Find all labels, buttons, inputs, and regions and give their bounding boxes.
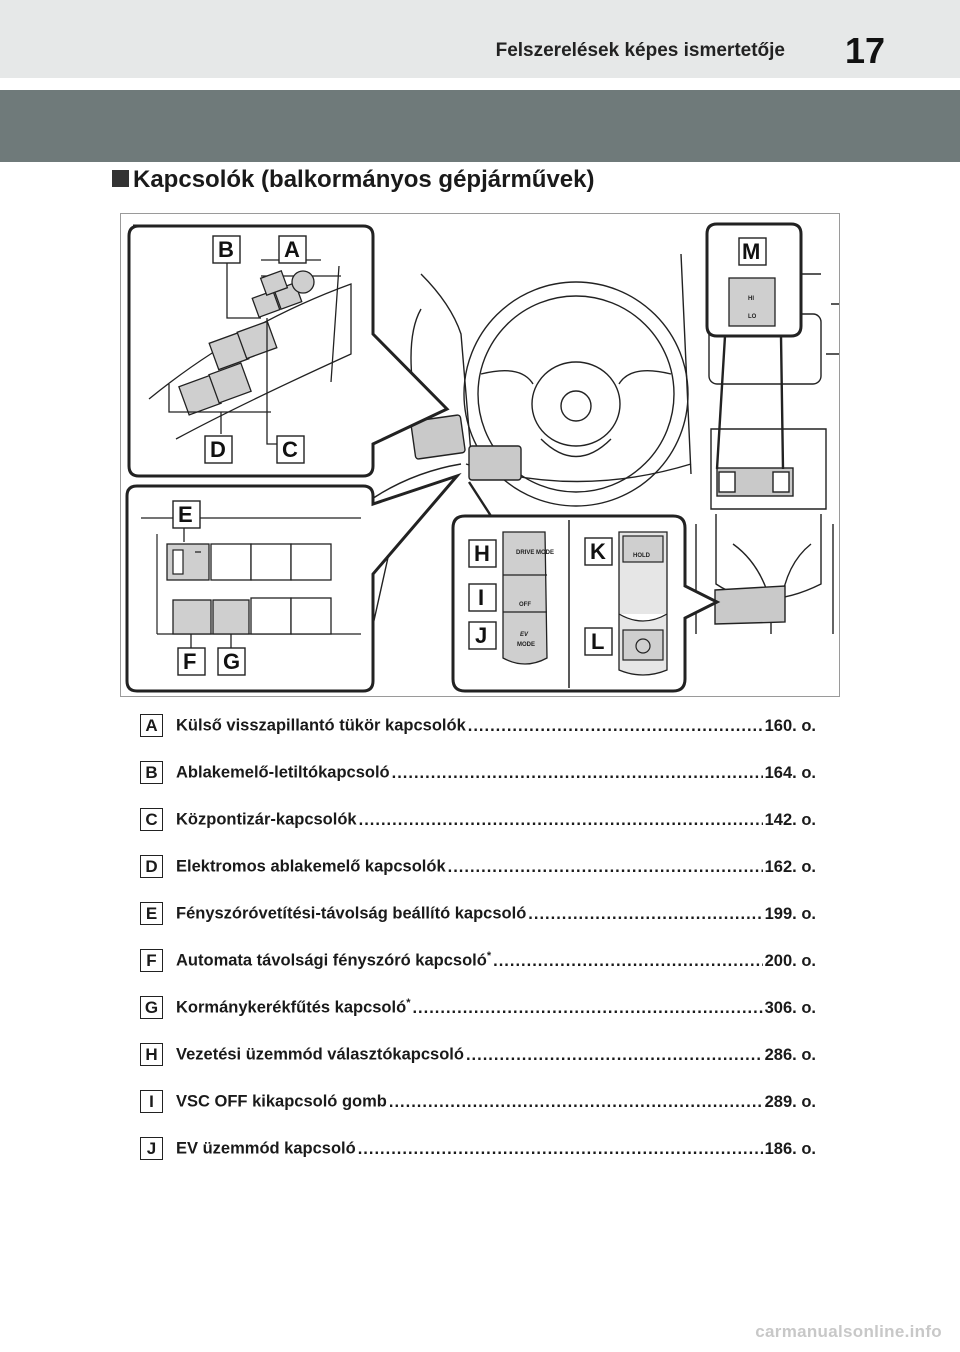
switch-locations-figure: B A D C <box>120 213 840 697</box>
item-letter-badge: F <box>140 949 163 972</box>
steering-logo <box>560 390 592 422</box>
mirror-select-switch <box>259 269 289 297</box>
list-item: H Vezetési üzemmód választókapcsoló.....… <box>140 1043 820 1071</box>
list-item: J EV üzemmód kapcsoló...................… <box>140 1137 820 1165</box>
auto-high-beam-switch <box>172 599 212 635</box>
page-reference-link[interactable]: 160. o. <box>764 716 816 735</box>
item-letter-badge: I <box>140 1090 163 1113</box>
callout-c: C <box>282 437 298 462</box>
lower-dash-switch-panel: E F G <box>125 472 462 693</box>
leader-dots: ........................................… <box>528 904 763 923</box>
callout-d: D <box>210 437 226 462</box>
callout-l: L <box>591 629 604 654</box>
seat-heater-lo: LO <box>748 314 757 320</box>
list-item: G Kormánykerékfűtés kapcsoló*...........… <box>140 996 820 1024</box>
leader-dots: ........................................… <box>358 810 763 829</box>
page-reference-link[interactable]: 286. o. <box>764 1045 816 1064</box>
leader-dots: ........................................… <box>467 716 763 735</box>
item-label: VSC OFF kikapcsoló gomb <box>176 1092 387 1111</box>
callout-j: J <box>475 623 487 648</box>
leader-dots: ........................................… <box>357 1139 763 1158</box>
list-item: B Ablakemelő-letiltókapcsoló............… <box>140 761 820 789</box>
list-item: E Fényszóróvetítési-távolság beállító ka… <box>140 902 820 930</box>
page-reference-link[interactable]: 289. o. <box>764 1092 816 1111</box>
hold-label: HOLD <box>633 553 651 559</box>
list-item: C Központizár-kapcsolók.................… <box>140 808 820 836</box>
callout-f: F <box>183 649 196 674</box>
leader-dots: ........................................… <box>447 857 763 876</box>
item-letter-badge: E <box>140 902 163 925</box>
page-reference-link[interactable]: 142. o. <box>764 810 816 829</box>
console-switch-panel: DRIVE MODE OFF EV MODE HOLD H I J K L <box>451 481 721 693</box>
seat-heater-switch <box>728 277 776 327</box>
brake-hold-switch <box>622 535 664 563</box>
lock-switch <box>251 290 281 318</box>
window-switch-2 <box>208 362 252 404</box>
callout-m: M <box>742 239 760 264</box>
dash-switch-group-left <box>410 414 794 625</box>
item-label: Automata távolsági fényszóró kapcsoló* <box>176 950 492 970</box>
section-title: Kapcsolók (balkormányos gépjárművek) <box>112 166 594 194</box>
page-reference-link[interactable]: 164. o. <box>764 763 816 782</box>
callout-i: I <box>478 585 484 610</box>
watermark: carmanualsonline.info <box>755 1322 942 1341</box>
page-reference-link[interactable]: 162. o. <box>764 857 816 876</box>
parking-brake-switch <box>622 629 664 661</box>
vsc-off-label: OFF <box>519 602 531 608</box>
callout-k: K <box>590 539 606 564</box>
item-label: Kormánykerékfűtés kapcsoló* <box>176 997 411 1017</box>
item-label: Elektromos ablakemelő kapcsolók <box>176 857 446 876</box>
section-title-text: Kapcsolók (balkormányos gépjárművek) <box>133 166 595 193</box>
page-reference-link[interactable]: 306. o. <box>764 998 816 1017</box>
page-number: 17 <box>844 30 885 71</box>
callout-g: G <box>223 649 240 674</box>
item-letter-badge: J <box>140 1137 163 1160</box>
ev-mode-label: MODE <box>517 642 535 648</box>
console-left-strip <box>502 531 548 665</box>
running-header-title: Felszerelések képes ismertetője <box>495 40 785 61</box>
list-item: A Külső visszapillantó tükör kapcsolók..… <box>140 714 820 742</box>
parking-brake-icon <box>635 638 651 654</box>
leader-dots: ........................................… <box>493 951 763 970</box>
item-letter-badge: C <box>140 808 163 831</box>
item-label: EV üzemmód kapcsoló <box>176 1139 356 1158</box>
item-letter-badge: H <box>140 1043 163 1066</box>
page-reference-link[interactable]: 186. o. <box>764 1139 816 1158</box>
callout-b: B <box>218 237 234 262</box>
steering-hub <box>531 361 621 447</box>
drive-mode-label: DRIVE MODE <box>516 550 554 556</box>
seat-heater-hi: HI <box>748 296 754 302</box>
item-label: Külső visszapillantó tükör kapcsolók <box>176 716 466 735</box>
leader-dots: ........................................… <box>391 763 763 782</box>
callout-h: H <box>474 541 490 566</box>
item-letter-badge: G <box>140 996 163 1019</box>
item-label: Ablakemelő-letiltókapcsoló <box>176 763 390 782</box>
door-switch-panel: B A D C <box>127 224 450 478</box>
header-band <box>0 0 960 78</box>
dash-parking-switch <box>714 585 786 625</box>
leader-dots: ........................................… <box>412 998 763 1017</box>
callout-a: A <box>284 237 300 262</box>
dashboard-illustration: B A D C <box>125 222 839 693</box>
callout-e: E <box>178 502 193 527</box>
ev-logo: EV <box>520 632 529 638</box>
item-letter-badge: B <box>140 761 163 784</box>
item-label: Vezetési üzemmód választókapcsoló <box>176 1045 464 1064</box>
item-letter-badge: A <box>140 714 163 737</box>
leader-dots: ........................................… <box>465 1045 763 1064</box>
list-item: F Automata távolsági fényszóró kapcsoló*… <box>140 949 820 977</box>
item-letter-badge: D <box>140 855 163 878</box>
seat-heater-panel: HI LO M <box>705 222 803 470</box>
page-reference-link[interactable]: 199. o. <box>764 904 816 923</box>
chapter-band <box>0 90 960 162</box>
mirror-knob <box>291 270 315 294</box>
list-item: D Elektromos ablakemelő kapcsolók.......… <box>140 855 820 883</box>
section-square-icon <box>112 170 129 187</box>
list-item: I VSC OFF kikapcsoló gomb...............… <box>140 1090 820 1118</box>
item-label: Fényszóróvetítési-távolság beállító kapc… <box>176 904 527 923</box>
item-label: Központizár-kapcsolók <box>176 810 357 829</box>
steering-heater-switch <box>212 599 250 635</box>
page-reference-link[interactable]: 200. o. <box>764 951 816 970</box>
leader-dots: ........................................… <box>388 1092 763 1111</box>
